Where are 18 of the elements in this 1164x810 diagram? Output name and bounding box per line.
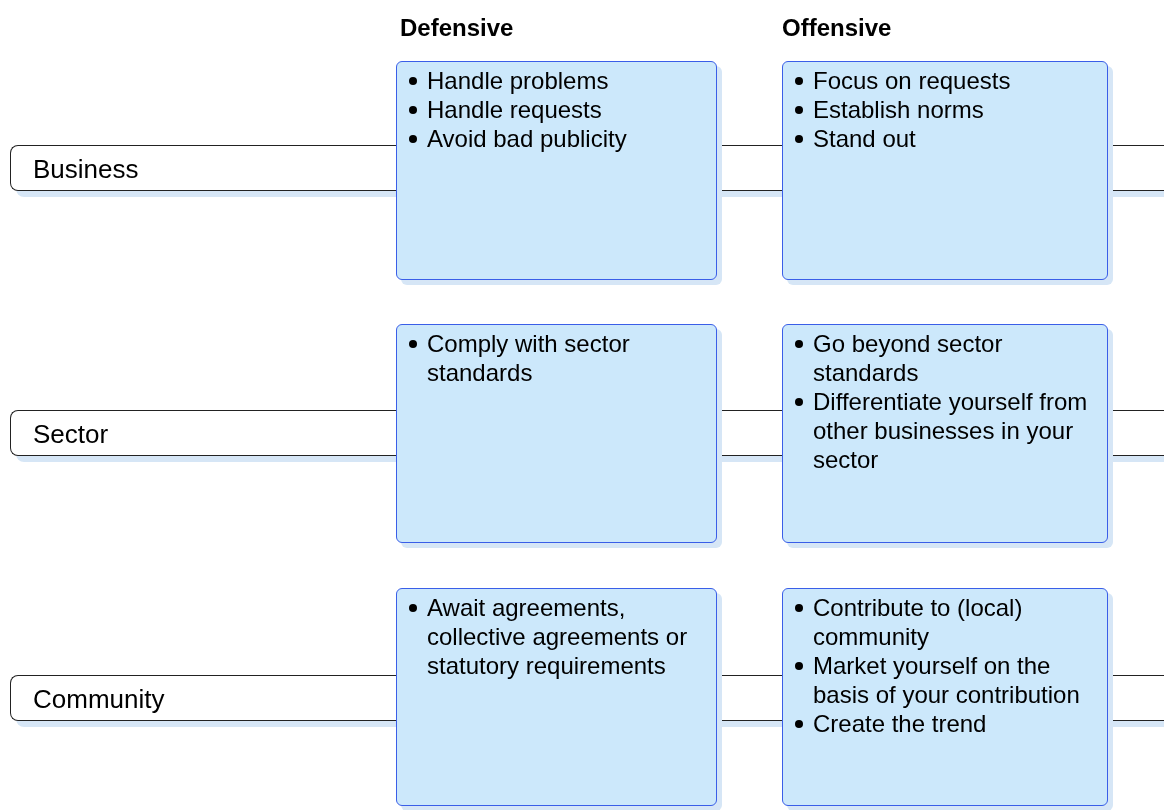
bullet-text: Handle requests (427, 96, 602, 123)
row-label: Community (33, 684, 165, 715)
bullet-text: Market yourself on the basis of your contribution (813, 652, 1080, 708)
bullet-text: Handle problems (427, 67, 609, 94)
bullet-text: Differentiate yourself from other businesses in your sector (813, 388, 1088, 473)
bullet-text: Contribute to (local) community (813, 594, 1023, 650)
bullet-text: Go beyond sector standards (813, 330, 1003, 386)
bullet-text: Create the trend (813, 710, 987, 737)
bullet-text: Await agreements, collective agreements or statutory requirements (427, 594, 688, 679)
row-label: Business (33, 154, 139, 185)
bullet-text: Stand out (813, 125, 916, 152)
column-heading: Defensive (400, 14, 514, 42)
bullet-text: Focus on requests (813, 67, 1011, 94)
bullet-text: Establish norms (813, 96, 984, 123)
bullet-text: Avoid bad publicity (427, 125, 627, 152)
row-label: Sector (33, 419, 109, 450)
column-heading: Offensive (782, 14, 892, 42)
bullet-text: Comply with sector standards (427, 330, 630, 386)
